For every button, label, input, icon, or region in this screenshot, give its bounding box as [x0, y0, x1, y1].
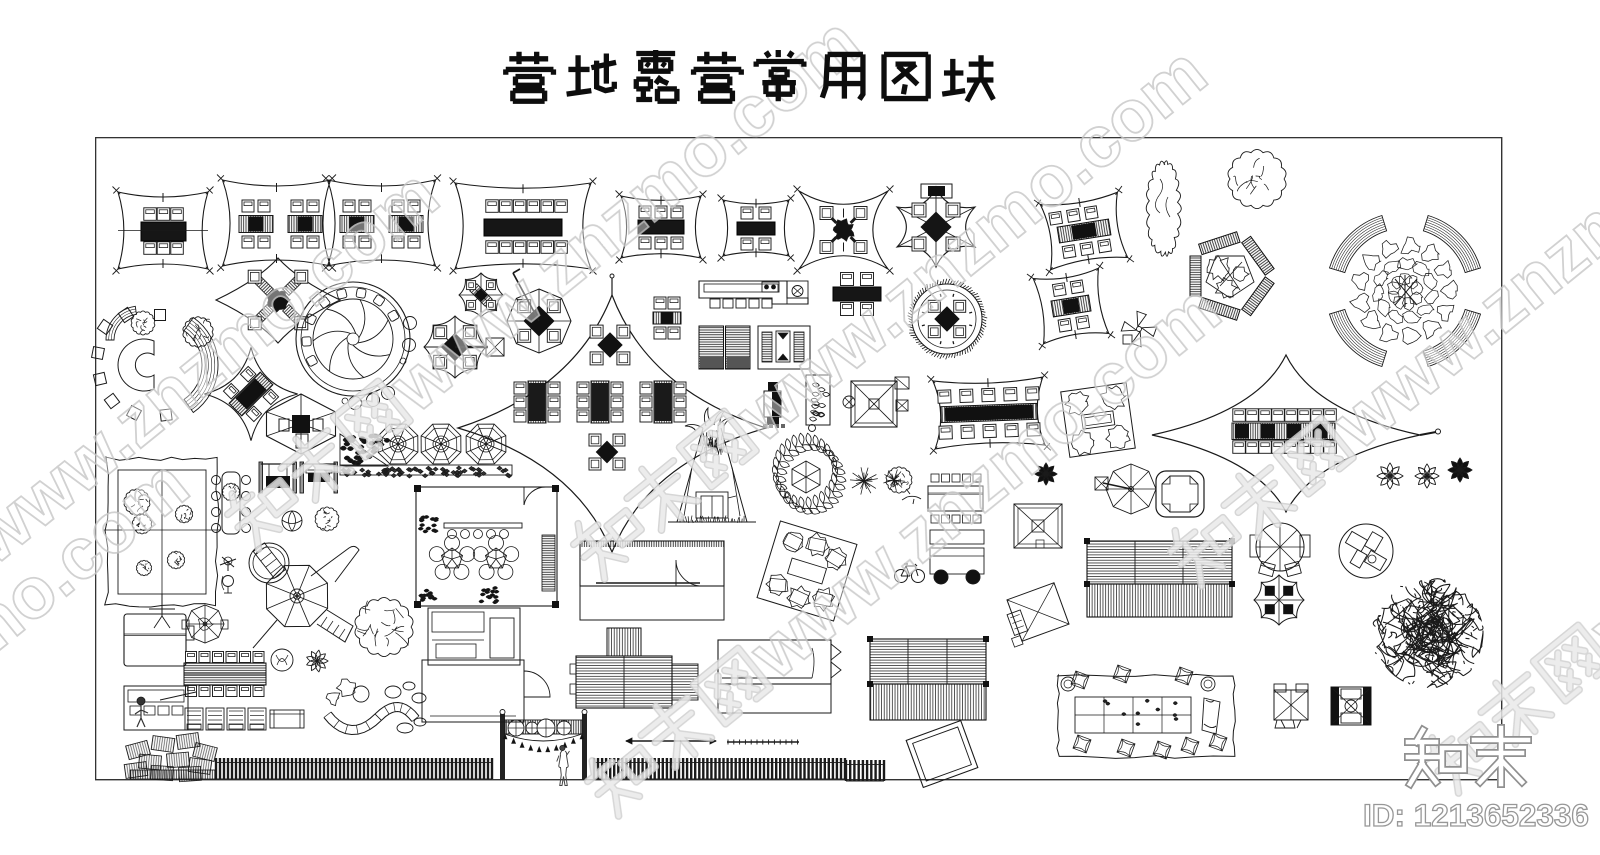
svg-text:ID: 1213652336: ID: 1213652336 [1363, 797, 1589, 833]
